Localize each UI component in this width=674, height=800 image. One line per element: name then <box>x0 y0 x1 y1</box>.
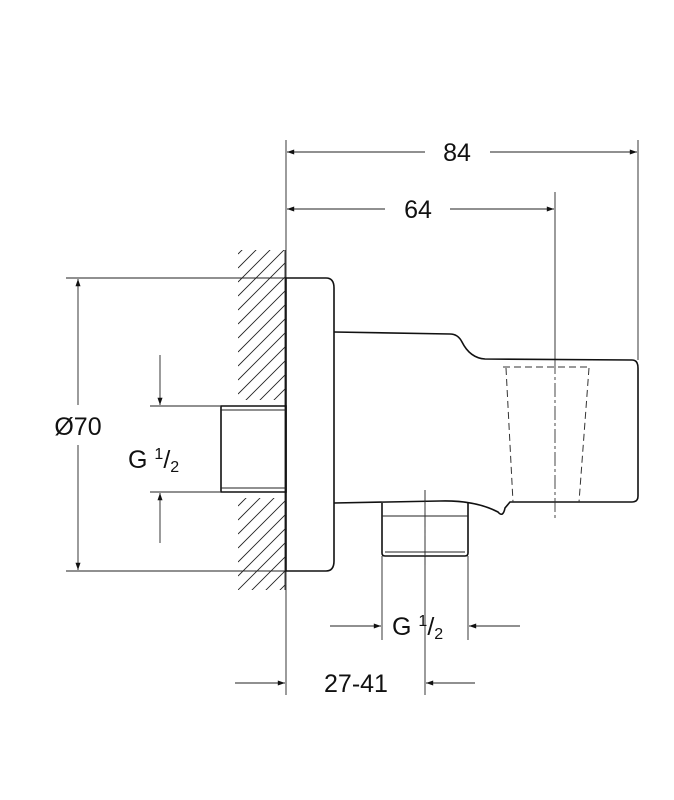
hatch-line <box>238 250 257 269</box>
dim-64-label: 64 <box>404 196 432 224</box>
inlet-thread-label: G 1/2 <box>128 446 179 476</box>
hatch-line <box>238 542 285 590</box>
hatch-line <box>238 250 285 297</box>
hatch-line <box>238 262 285 311</box>
hatch-line <box>238 318 285 367</box>
wall-opening <box>220 400 286 498</box>
dim-84-label: 84 <box>443 139 471 167</box>
dim-27-41-label: 27-41 <box>324 670 388 698</box>
hatch-line <box>238 250 243 255</box>
hatch-line <box>265 570 285 590</box>
dimension-diameter-70: Ø70 <box>54 279 102 570</box>
hatch-line <box>238 188 290 240</box>
dimension-outlet-thread: G 1/2 <box>330 613 520 643</box>
hatch-line <box>251 556 285 590</box>
hatch-line <box>238 332 285 381</box>
flange <box>285 277 335 572</box>
hatch-line <box>238 528 285 577</box>
inlet-nipple <box>220 405 287 493</box>
hatch-line <box>238 250 271 283</box>
hatch-line <box>238 514 285 563</box>
hatch-line <box>238 346 285 395</box>
hatch-line <box>238 304 285 353</box>
wall-outlet-elbow <box>220 277 639 572</box>
extension-lines <box>66 140 639 695</box>
hatch-line <box>238 276 285 325</box>
hatch-line <box>238 500 285 549</box>
outlet-thread-label: G 1/2 <box>392 613 443 643</box>
hatch-line <box>238 290 285 339</box>
hatch-line <box>279 584 285 590</box>
holder-body <box>333 331 639 516</box>
dimension-64: 64 <box>287 196 554 224</box>
hatch-line <box>238 360 285 409</box>
dimension-84: 84 <box>287 139 637 167</box>
dim-70-label: Ø70 <box>54 413 101 441</box>
hidden-bore <box>503 366 591 503</box>
dimension-inlet-thread: G 1/2 <box>128 355 179 543</box>
dimension-wall-depth: 27-41 <box>235 670 475 698</box>
